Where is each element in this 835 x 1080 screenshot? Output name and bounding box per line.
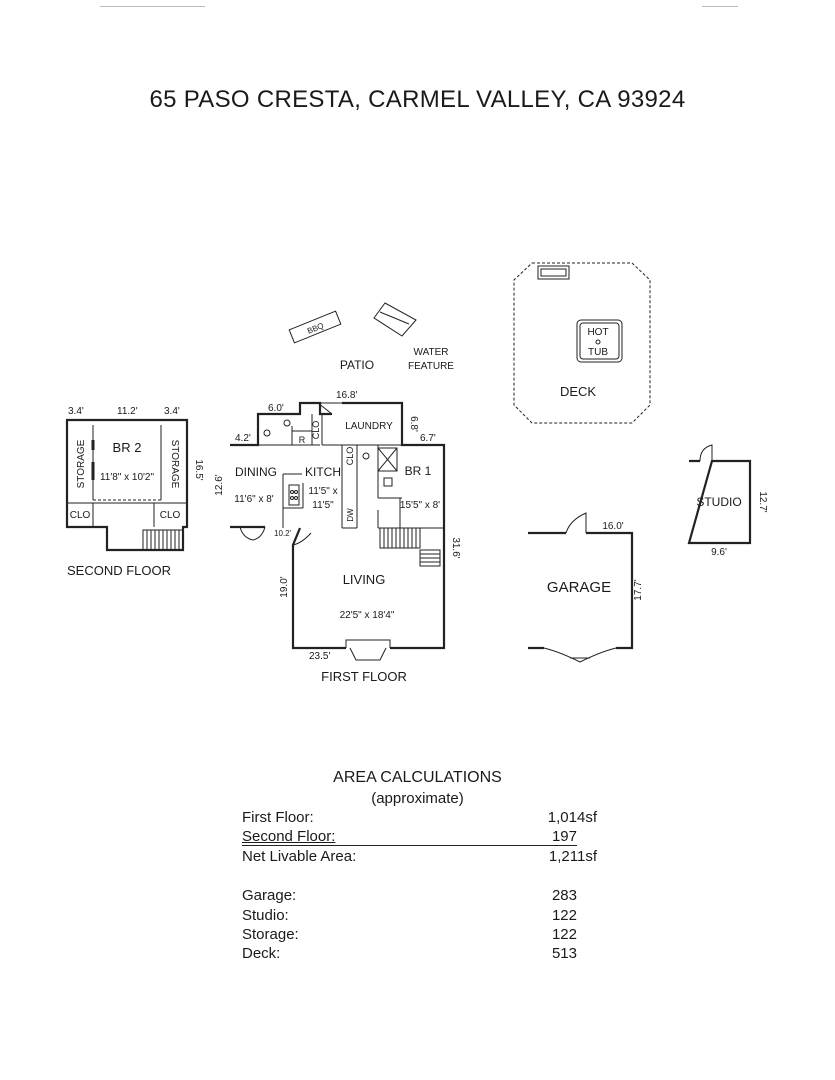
dim-studio-side: 12.7' [757,491,768,512]
dim-sf-left: 3.4' [68,406,84,417]
area-row-value: 122 [551,907,577,924]
dim-sf-right: 3.4' [164,406,180,417]
dim-sf-side: 16.5' [193,459,204,480]
dim-ff-right-b: 6.7' [420,433,436,444]
room-br2-size: 11'8" x 10'2" [100,472,155,483]
deck-area: HOT TUB DECK [513,262,651,424]
room-living-name: LIVING [343,572,386,587]
patio-label: PATIO [340,358,374,372]
dim-ff-left-a: 4.2' [235,433,251,444]
area-row-value: 1,014sf [547,809,597,826]
area-row: Garage: 283 [242,887,577,907]
area-subheading: (approximate) [371,790,464,807]
area-row: Second Floor: 197 [242,828,577,848]
second-floor-plan: 3.4' 11.2' 3.4' 16.5' BR 2 11'8" x 10'2"… [65,406,204,578]
room-kitchen-size-b: 11'5" [312,500,334,511]
room-storage-right: STORAGE [169,440,180,489]
scan-artifact [100,6,205,7]
area-row-value: 513 [551,945,577,962]
area-row-value: 1,211sf [548,848,597,865]
dim-garage-side: 17.7' [633,579,644,600]
floor-label-first: FIRST FLOOR [321,669,407,684]
room-kitchen-size-a: 11'5" x [308,486,337,497]
dim-sf-mid: 11.2' [117,406,138,417]
room-clo-ff-b: CLO [345,447,355,466]
room-kitchen-name: KITCH [305,465,341,479]
area-row: Deck: 513 [242,945,577,965]
scan-artifact [702,6,738,7]
area-row-label: Studio: [242,907,289,924]
room-laundry: LAUNDRY [345,421,393,432]
area-heading: AREA CALCULATIONS [333,769,502,786]
water-feature-label-b: FEATURE [408,361,454,372]
room-clo-left: CLO [70,510,91,521]
garage-label: GARAGE [547,579,611,596]
room-clo-ff-a: CLO [311,421,321,440]
room-living-size: 22'5" x 18'4" [340,610,395,621]
garage-building: GARAGE 16.0' 17.7' [528,512,644,663]
area-row-label: Second Floor: [242,828,336,845]
area-row-label: First Floor: [242,809,314,826]
room-br1-size: 15'5" x 8' [400,500,440,511]
area-row-value: 283 [551,887,577,904]
first-floor-plan: 6.0' 16.8' 4.2' 6.8' 6.7' 12.6' 10.2' 19… [214,390,461,684]
area-row: Studio: 122 [242,907,577,927]
dim-ff-top-b: 16.8' [336,390,357,401]
area-row: Net Livable Area: 1,211sf [242,848,597,868]
dim-studio-bottom: 9.6' [711,547,727,558]
dim-ff-right-c: 31.6' [450,537,461,558]
dim-ff-left-b: 12.6' [214,474,225,495]
page-title: 65 PASO CRESTA, CARMEL VALLEY, CA 93924 [149,86,686,113]
room-br1-name: BR 1 [405,464,432,478]
studio-building: STUDIO 12.7' 9.6' [687,444,768,558]
area-row: Storage: 122 [242,926,577,946]
room-dining-name: DINING [235,465,277,479]
dim-ff-inner: 10.2' [274,529,292,538]
water-feature-label-a: WATER [414,347,449,358]
dim-garage-top: 16.0' [602,521,623,532]
total-divider [242,845,577,846]
area-row-label: Storage: [242,926,299,943]
appliance-refrigerator: R [299,435,306,445]
room-storage-left: STORAGE [76,439,87,488]
dim-ff-bottom: 23.5' [309,651,330,662]
hot-tub-label-a: HOT [587,327,608,338]
area-row-label: Garage: [242,887,297,904]
area-row-value: 122 [551,926,577,943]
patio-area: BBQ PATIO WATER FEATURE [288,302,454,372]
room-br2-name: BR 2 [113,440,142,455]
dim-ff-top-a: 6.0' [268,403,284,414]
room-dining-size: 11'6" x 8' [234,494,274,505]
dim-ff-left-c: 19.0' [279,576,290,597]
studio-label: STUDIO [696,495,741,509]
room-clo-right: CLO [160,510,181,521]
area-row: First Floor: 1,014sf [242,809,597,829]
hot-tub-label-b: TUB [588,347,608,358]
area-row-value: 197 [551,828,577,845]
area-row-label: Deck: [242,945,281,962]
dim-ff-right-a: 6.8' [408,416,419,432]
bbq-label: BBQ [306,321,325,336]
deck-label: DECK [560,384,596,399]
area-row-label: Net Livable Area: [242,848,357,865]
floor-label-second: SECOND FLOOR [67,563,171,578]
appliance-dishwasher: DW [346,508,355,522]
